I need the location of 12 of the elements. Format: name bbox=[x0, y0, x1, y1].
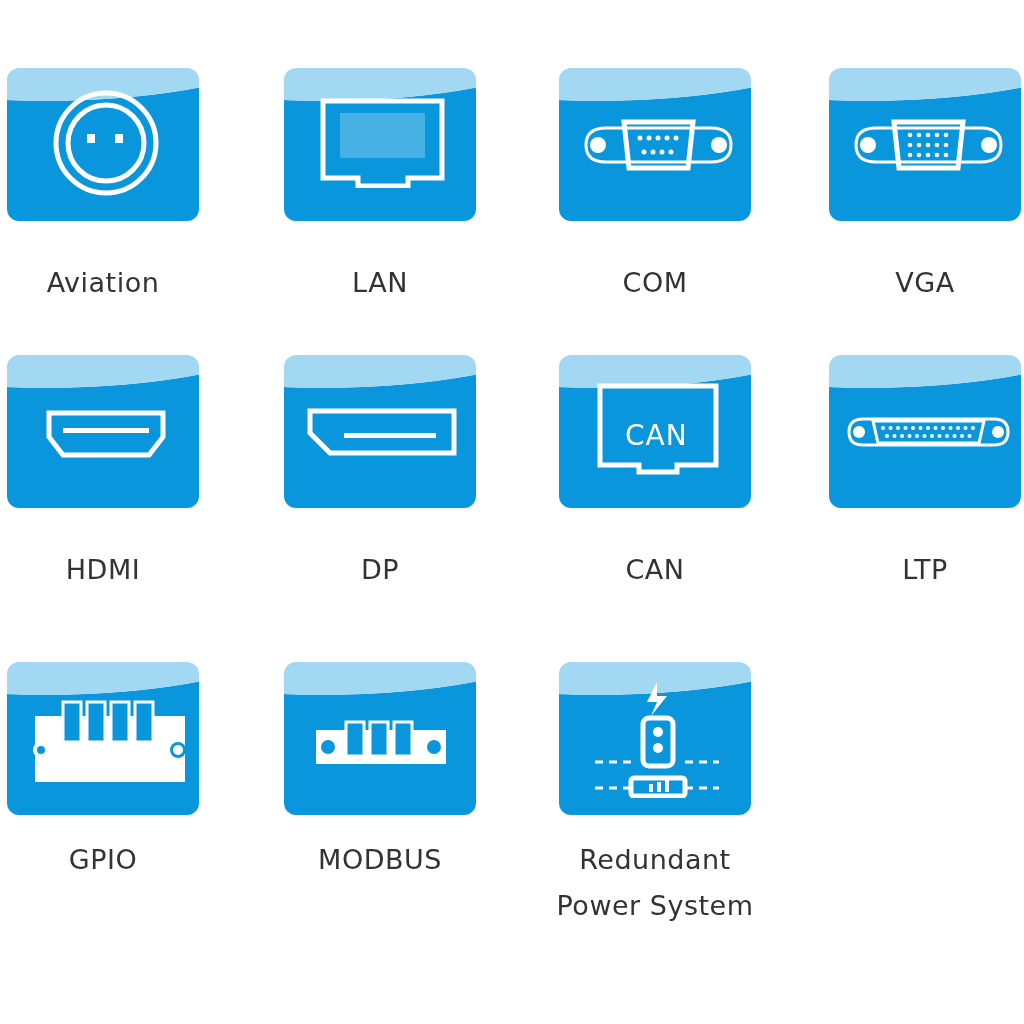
port-label: COM bbox=[621, 266, 689, 300]
port-label: DP bbox=[359, 553, 401, 587]
port-label: Redundant Power System bbox=[555, 843, 755, 923]
port-text: CAN bbox=[625, 419, 688, 452]
port-label: GPIO bbox=[67, 843, 139, 877]
port-label: Aviation bbox=[45, 266, 161, 300]
port-label: HDMI bbox=[64, 553, 142, 587]
port-label: LAN bbox=[351, 266, 409, 300]
port-label: MODBUS bbox=[317, 843, 443, 877]
port-label: VGA bbox=[894, 266, 956, 300]
port-label: LTP bbox=[901, 553, 949, 587]
port-label: CAN bbox=[624, 553, 686, 587]
